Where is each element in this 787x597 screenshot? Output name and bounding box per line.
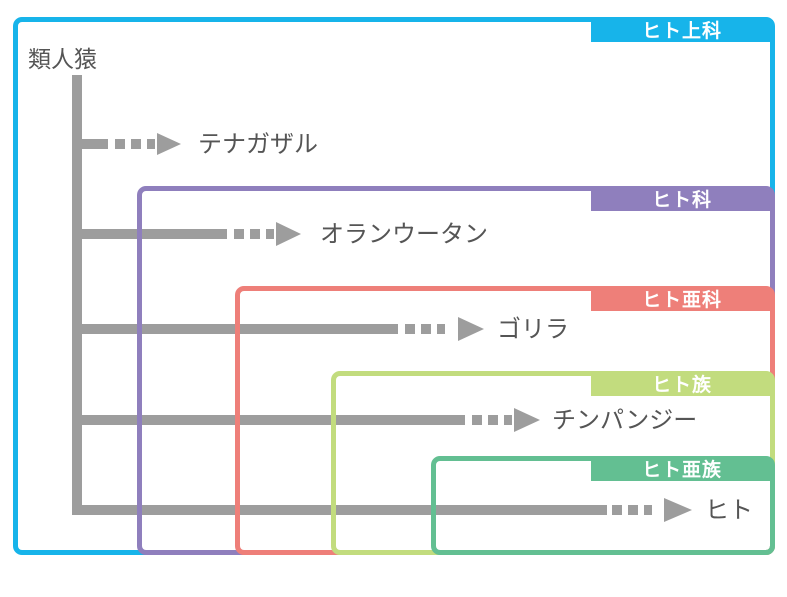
dash-gorilla-1 (405, 324, 415, 334)
species-label-human: ヒト (705, 496, 753, 524)
dash-orangutan-2 (250, 229, 260, 239)
branch-chimp (72, 415, 465, 425)
dash-human-3 (644, 505, 652, 515)
species-label-gorilla: ゴリラ (497, 315, 569, 343)
branch-gibbon (72, 139, 108, 149)
arrow-orangutan (276, 222, 301, 246)
dash-gorilla-3 (437, 324, 445, 334)
dash-gibbon-3 (147, 139, 155, 149)
arrow-gorilla (458, 317, 484, 341)
species-label-gibbon: テナガザル (198, 130, 318, 158)
group-box-hominina (431, 456, 775, 555)
arrow-chimp (514, 408, 540, 432)
dash-orangutan-3 (266, 229, 274, 239)
species-label-chimpanzee: チンパンジー (552, 406, 698, 434)
group-tag-hominini: ヒト族 (591, 374, 773, 396)
dash-human-1 (612, 505, 622, 515)
group-tag-homininae: ヒト亜科 (591, 289, 773, 311)
dash-human-2 (628, 505, 638, 515)
species-label-orangutan: オランウータン (320, 220, 488, 248)
trunk-line (72, 75, 82, 515)
group-tag-hominina: ヒト亜族 (591, 459, 773, 481)
dash-gibbon-1 (115, 139, 125, 149)
dash-chimp-3 (504, 415, 512, 425)
arrow-human (664, 498, 692, 522)
arrow-gibbon (157, 133, 181, 155)
dash-gibbon-2 (131, 139, 141, 149)
root-label: 類人猿 (28, 47, 97, 73)
branch-orangutan (72, 229, 227, 239)
group-tag-hominidae: ヒト科 (591, 189, 773, 211)
group-tag-hominoidea: ヒト上科 (591, 20, 773, 42)
dash-gorilla-2 (421, 324, 431, 334)
dash-chimp-2 (488, 415, 498, 425)
dash-chimp-1 (472, 415, 482, 425)
branch-human (72, 505, 607, 515)
dash-orangutan-1 (234, 229, 244, 239)
